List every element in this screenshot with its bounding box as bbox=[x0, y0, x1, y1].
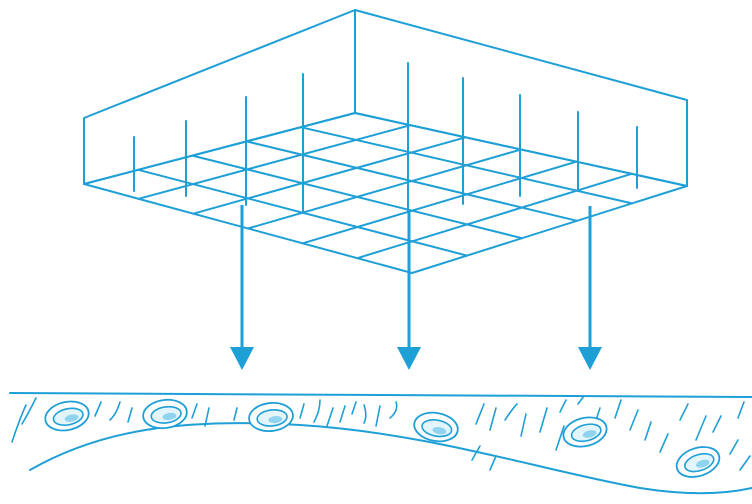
tissue-fiber-34 bbox=[559, 399, 567, 413]
tissue-fiber-19 bbox=[520, 413, 527, 437]
tissue-fiber-6 bbox=[204, 407, 210, 427]
tissue-fiber-27 bbox=[659, 433, 669, 453]
grid-line-col-4 bbox=[301, 160, 578, 245]
grid-line-row-3 bbox=[245, 140, 578, 222]
tissue-fiber-23 bbox=[489, 455, 497, 471]
tissue-fiber-18 bbox=[504, 403, 518, 421]
tissue-fiber-9 bbox=[313, 399, 321, 423]
tissue-fiber-3 bbox=[109, 401, 121, 421]
tissue-fiber-35 bbox=[577, 395, 585, 405]
tissue-fiber-11 bbox=[339, 405, 346, 423]
tissue-fiber-32 bbox=[729, 439, 739, 455]
cell-nucleolus bbox=[695, 459, 710, 468]
tissue-layer bbox=[9, 392, 752, 495]
arrow-head-2 bbox=[578, 347, 602, 370]
tissue-fiber-14 bbox=[375, 405, 381, 427]
tissue-bottom-edge bbox=[29, 422, 752, 495]
cell-nucleolus bbox=[432, 426, 447, 435]
tissue-fiber-20 bbox=[539, 407, 548, 433]
cell-4 bbox=[562, 416, 608, 448]
cell-nucleolus bbox=[582, 430, 597, 438]
tissue-fiber-0 bbox=[11, 404, 27, 443]
cell-0 bbox=[44, 400, 90, 432]
tissue-fiber-8 bbox=[299, 403, 305, 419]
tissue-fiber-16 bbox=[475, 403, 485, 425]
grid-line-col-1 bbox=[137, 124, 412, 200]
cell-nucleolus bbox=[162, 412, 177, 421]
grid-line-row-2 bbox=[191, 154, 523, 240]
tissue-fiber-7 bbox=[233, 407, 238, 421]
tissue-fiber-21 bbox=[555, 425, 565, 451]
cell-nucleolus bbox=[64, 414, 79, 422]
grid-line-row-1 bbox=[137, 168, 468, 257]
cell-2 bbox=[248, 401, 294, 433]
tissue-fiber-22 bbox=[471, 445, 481, 461]
tissue-fiber-10 bbox=[326, 407, 334, 427]
tissue-fiber-28 bbox=[679, 403, 689, 421]
tissue-fiber-13 bbox=[363, 404, 367, 424]
grid-line-row-4 bbox=[299, 126, 633, 205]
tissue-fiber-31 bbox=[737, 401, 745, 419]
tissue-fiber-5 bbox=[191, 403, 198, 419]
tissue-fiber-2 bbox=[94, 401, 102, 417]
cell-1 bbox=[142, 398, 188, 430]
grid-line-col-5 bbox=[356, 172, 633, 260]
tissue-fiber-33 bbox=[739, 455, 751, 471]
cell-nucleolus bbox=[268, 416, 283, 424]
tissue-fiber-4 bbox=[127, 407, 133, 423]
arrow-head-0 bbox=[230, 347, 254, 370]
tissue-fiber-26 bbox=[644, 421, 652, 441]
grid-line-col-3 bbox=[247, 148, 522, 230]
cell-5 bbox=[675, 446, 721, 478]
tissue-fiber-17 bbox=[489, 407, 497, 431]
arrow-head-1 bbox=[397, 347, 421, 370]
arrows-group bbox=[230, 205, 602, 370]
tissue-fiber-30 bbox=[712, 415, 722, 433]
tissue-top-edge bbox=[9, 392, 752, 398]
grid-line-col-2 bbox=[192, 136, 467, 215]
tissue-fiber-25 bbox=[629, 409, 639, 431]
cell-3 bbox=[413, 411, 459, 443]
tissue-fiber-29 bbox=[695, 415, 707, 441]
grid-box bbox=[83, 9, 688, 274]
tissue-fiber-12 bbox=[351, 401, 357, 415]
tissue-fiber-24 bbox=[614, 399, 622, 419]
tissue-fiber-15 bbox=[389, 401, 398, 419]
tissue-fiber-1 bbox=[21, 397, 37, 425]
